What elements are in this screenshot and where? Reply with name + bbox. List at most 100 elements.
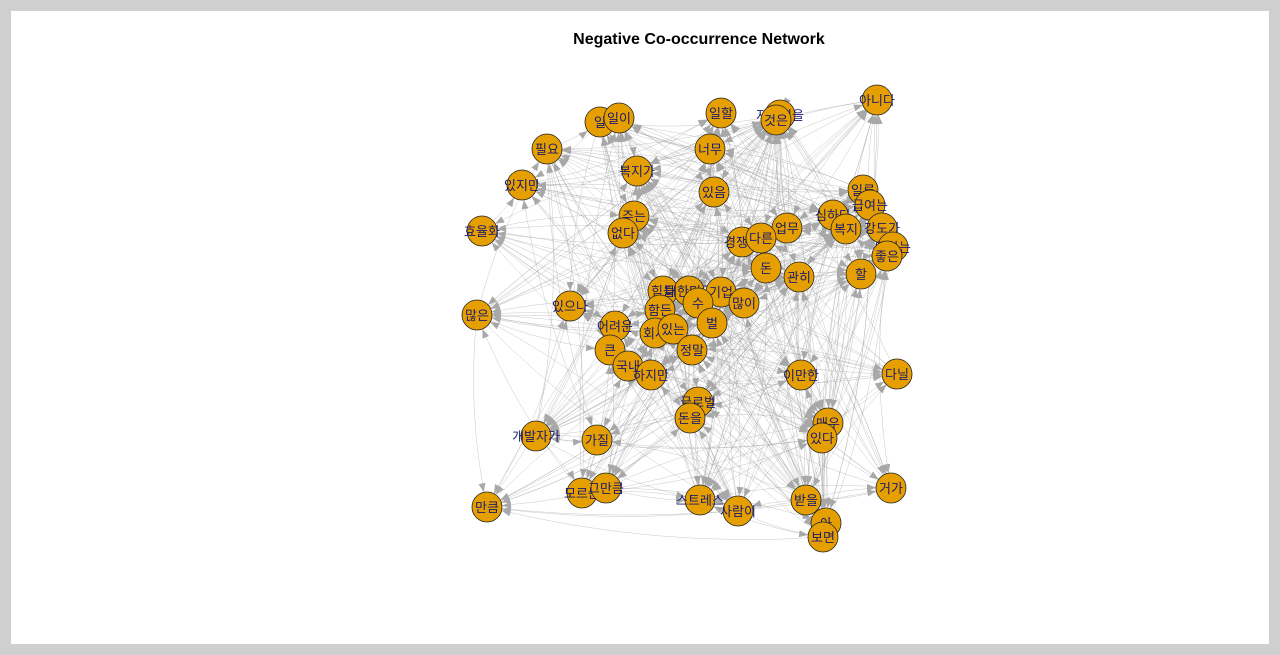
edge-arrowhead <box>701 272 711 282</box>
edge-arrowhead <box>536 181 547 189</box>
edge-arrowhead <box>560 155 571 162</box>
edge-arrowhead <box>482 328 490 339</box>
edge-arrowhead <box>495 216 505 224</box>
node-label: 큰 <box>604 344 616 359</box>
node-circle <box>621 155 653 187</box>
node-label: 수 <box>692 297 704 312</box>
edge-arrowhead <box>547 417 557 427</box>
node-label: 복지 <box>834 223 858 238</box>
edge-arrowhead <box>706 126 714 136</box>
edge-arrowhead <box>741 269 752 277</box>
edge-arrowhead <box>719 267 727 278</box>
edge-arrowhead <box>758 292 769 300</box>
edge-arrowhead <box>669 357 679 365</box>
node-label: 사람이 <box>720 505 756 520</box>
edge-arrowhead <box>579 285 588 295</box>
edge-arrowhead <box>609 211 620 219</box>
edge-arrowhead <box>650 157 661 165</box>
node-label: 있지만 <box>504 179 540 194</box>
network-edge <box>481 230 699 403</box>
edge-arrowhead <box>648 181 658 190</box>
network-edge <box>481 230 767 269</box>
node-label: 돈 <box>760 262 772 277</box>
edge-arrowhead <box>781 242 789 253</box>
network-edge <box>822 255 888 538</box>
edge-arrowhead <box>763 282 771 293</box>
network-node: 정말 <box>676 334 708 366</box>
edge-arrowhead <box>641 228 650 239</box>
edge-arrowhead <box>710 480 720 490</box>
network-edge <box>486 506 824 540</box>
node-label: 아니다 <box>859 94 895 109</box>
network-edge <box>486 401 699 508</box>
edge-arrowhead <box>501 496 511 504</box>
node-label: 관히 <box>787 271 811 286</box>
edge-arrowhead <box>825 398 833 409</box>
network-node: 아니다 <box>859 84 895 116</box>
edge-arrowhead <box>850 288 858 298</box>
network-edge <box>486 487 892 516</box>
network-edge <box>596 439 807 501</box>
network-edge <box>473 314 488 508</box>
network-edge <box>486 305 571 508</box>
edge-arrowhead <box>675 497 686 505</box>
edge-arrowhead <box>719 490 729 500</box>
edge-arrowhead <box>561 147 572 155</box>
network-node: 있음 <box>698 176 730 208</box>
edge-arrowhead <box>600 136 608 147</box>
edge-arrowhead <box>778 129 786 140</box>
edge-arrowhead <box>698 204 707 215</box>
edge-arrowhead <box>877 384 887 394</box>
edge-arrowhead <box>695 172 704 182</box>
network-node: 그만큼 <box>588 472 624 504</box>
node-circle <box>674 402 706 434</box>
network-edge <box>699 204 871 501</box>
network-edge <box>521 184 788 229</box>
edge-arrowhead <box>840 283 850 293</box>
edge-arrowhead <box>580 287 590 296</box>
edge-arrowhead <box>584 308 595 316</box>
edge-arrowhead <box>629 319 640 327</box>
edge-arrowhead <box>712 401 723 409</box>
edge-arrowhead <box>642 272 652 282</box>
node-label: 없다 <box>611 227 635 242</box>
edge-arrowhead <box>866 489 877 497</box>
network-node: 일할 <box>705 97 737 129</box>
edge-arrowhead <box>734 256 742 267</box>
edge-arrowhead <box>478 482 486 493</box>
edge-arrowhead <box>801 291 809 302</box>
network-node: 받을 <box>790 484 822 516</box>
edge-arrowhead <box>702 426 713 434</box>
edge-arrowhead <box>636 344 646 354</box>
network-edge <box>521 184 598 441</box>
edge-arrowhead <box>619 193 627 203</box>
node-circle <box>785 359 817 391</box>
edge-arrowhead <box>671 270 680 280</box>
node-circle <box>694 133 726 165</box>
edge-arrowhead <box>495 236 506 244</box>
edge-arrowhead <box>875 269 882 280</box>
edge-arrowhead <box>872 371 883 379</box>
edge-arrowhead <box>707 268 715 279</box>
edge-arrowhead <box>706 380 715 390</box>
edge-arrowhead <box>866 114 874 125</box>
edge-arrowhead <box>705 476 713 487</box>
network-node: 기업 <box>705 276 737 308</box>
network-edge <box>636 170 864 193</box>
network-node: 개발자가 <box>512 420 560 452</box>
edge-arrowhead <box>830 398 838 409</box>
edge-arrowhead <box>873 114 881 125</box>
network-edge <box>662 99 878 292</box>
edge-arrowhead <box>704 167 712 178</box>
edge-arrowhead <box>491 312 502 320</box>
edge-arrowhead <box>853 104 863 112</box>
edge-arrowhead <box>862 252 873 260</box>
edge-arrowhead <box>624 131 632 142</box>
network-edge <box>535 374 802 437</box>
network-edge <box>720 112 892 489</box>
edge-arrowhead <box>817 227 826 238</box>
edge-arrowhead <box>883 463 891 474</box>
edge-arrowhead <box>496 231 507 239</box>
edge-arrowhead <box>720 127 727 138</box>
network-node: 돈을 <box>674 402 706 434</box>
